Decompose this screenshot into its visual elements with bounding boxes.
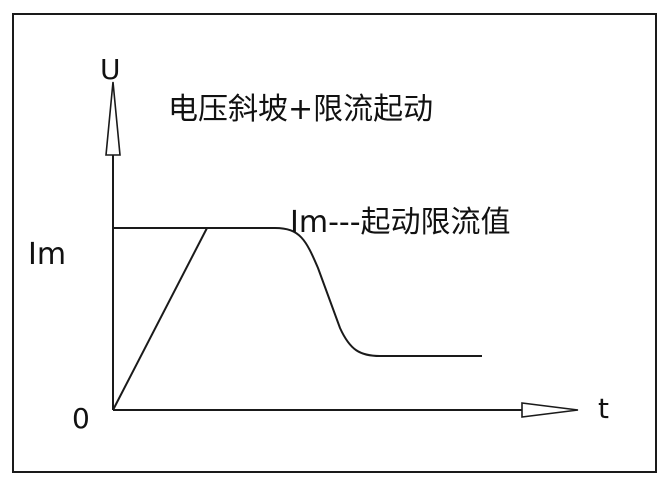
y-axis-arrow [105,81,121,156]
current-fall-curve [274,227,482,357]
voltage-ramp-line [112,227,208,411]
diagram-title: 电压斜坡+限流起动 [168,92,433,127]
y-axis-label: U [100,53,121,86]
origin-label: 0 [72,402,90,435]
x-axis-arrow [521,402,579,418]
diagram-frame [12,13,657,473]
im-annotation: Im---起动限流值 [290,205,511,240]
im-axis-label: Im [28,237,66,272]
x-axis-label: t [598,392,609,425]
